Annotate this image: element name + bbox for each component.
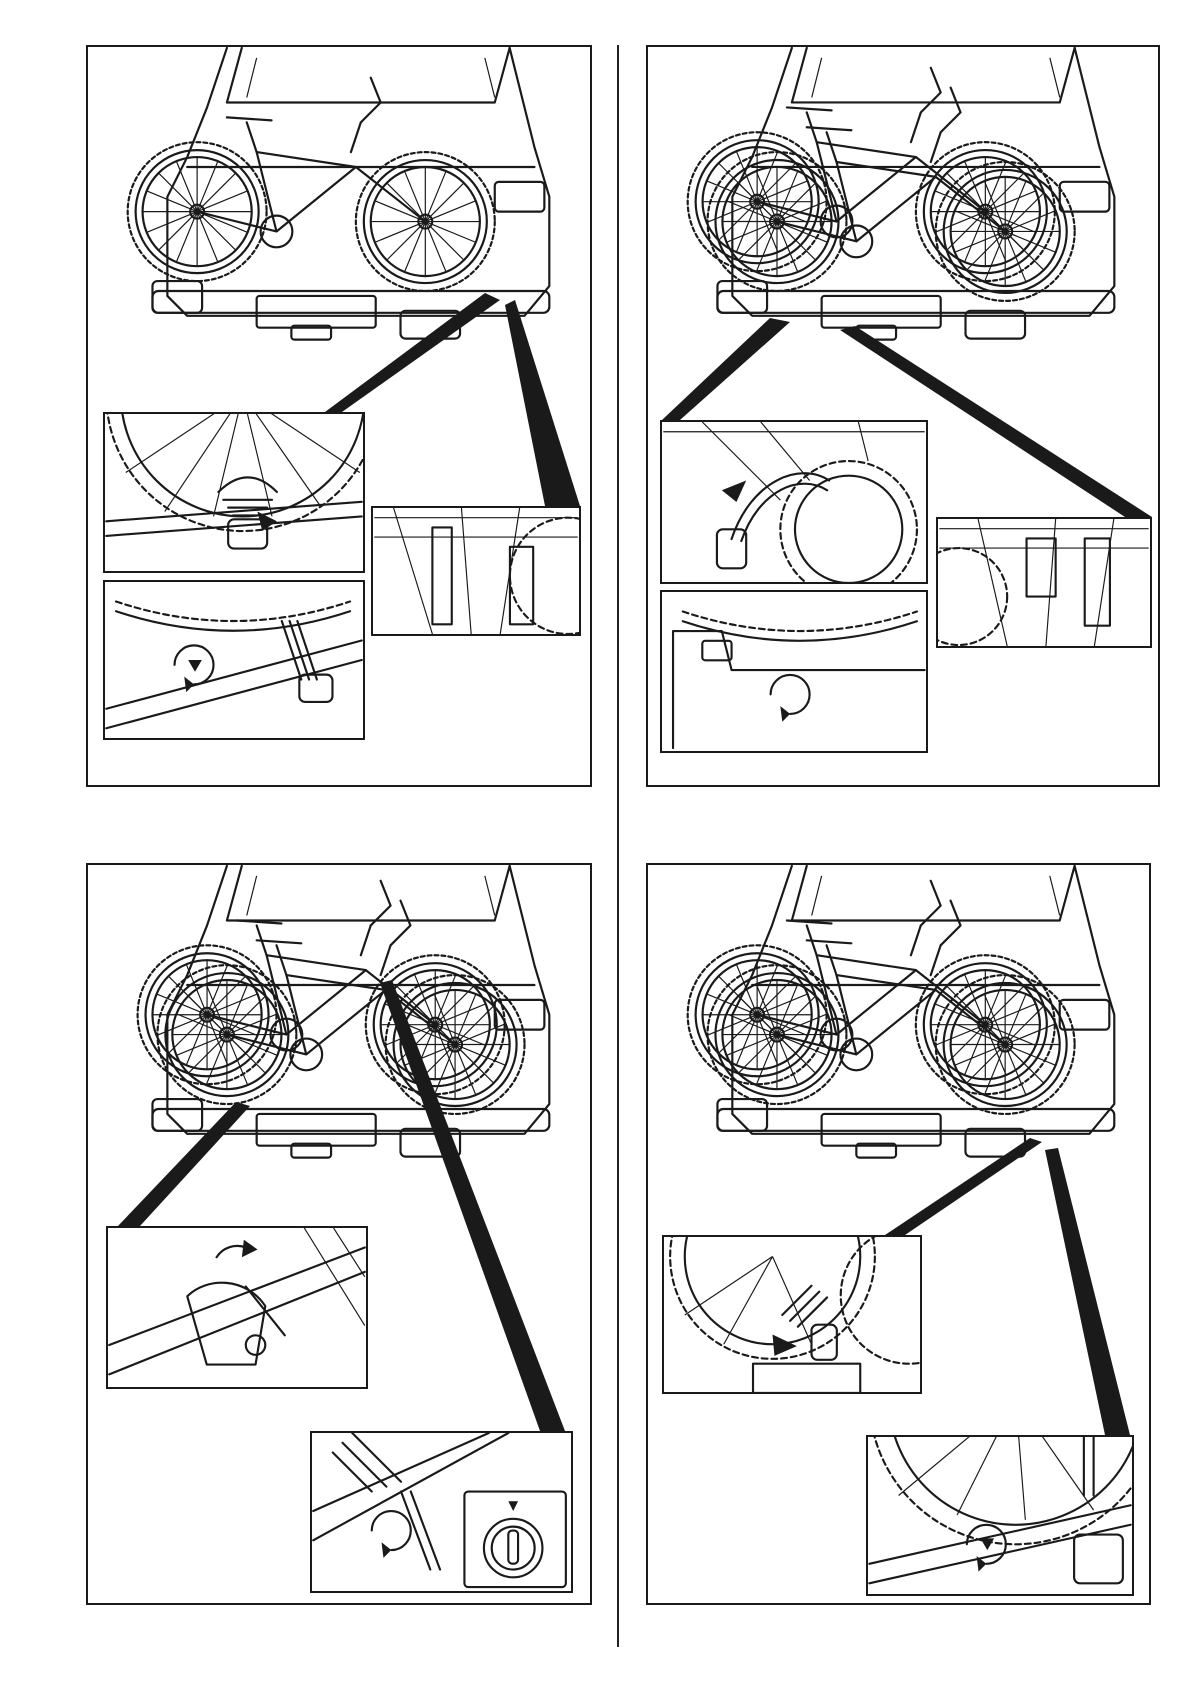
rotate-arrow-icon: [771, 675, 810, 722]
bicycle-icon: [708, 88, 1075, 301]
step-2-detail-strap: [660, 420, 928, 584]
step-1-detail-lock: [103, 580, 365, 740]
wheel-strap-icon: [282, 621, 333, 702]
arrow-icon: [242, 1240, 258, 1258]
rotate-arrow-icon: [372, 1511, 411, 1558]
step-1-detail-rear: [371, 506, 581, 636]
arrow-icon: [722, 481, 746, 502]
step-3-detail-clamp: [106, 1226, 368, 1389]
arrow-icon: [773, 1334, 797, 1355]
bicycle-icon: [708, 901, 1075, 1114]
step-2-detail-lock: [660, 590, 928, 753]
step-4-detail-strap: [662, 1235, 922, 1394]
bicycle-icon: [128, 78, 495, 291]
step-2-detail-rear: [936, 517, 1152, 648]
step-1-detail-strap-top: [103, 412, 365, 573]
step-4-detail-lock: [866, 1435, 1134, 1596]
step-3-detail-lock: [310, 1431, 573, 1593]
column-divider: [617, 45, 619, 1647]
bicycle-icon: [157, 901, 524, 1114]
